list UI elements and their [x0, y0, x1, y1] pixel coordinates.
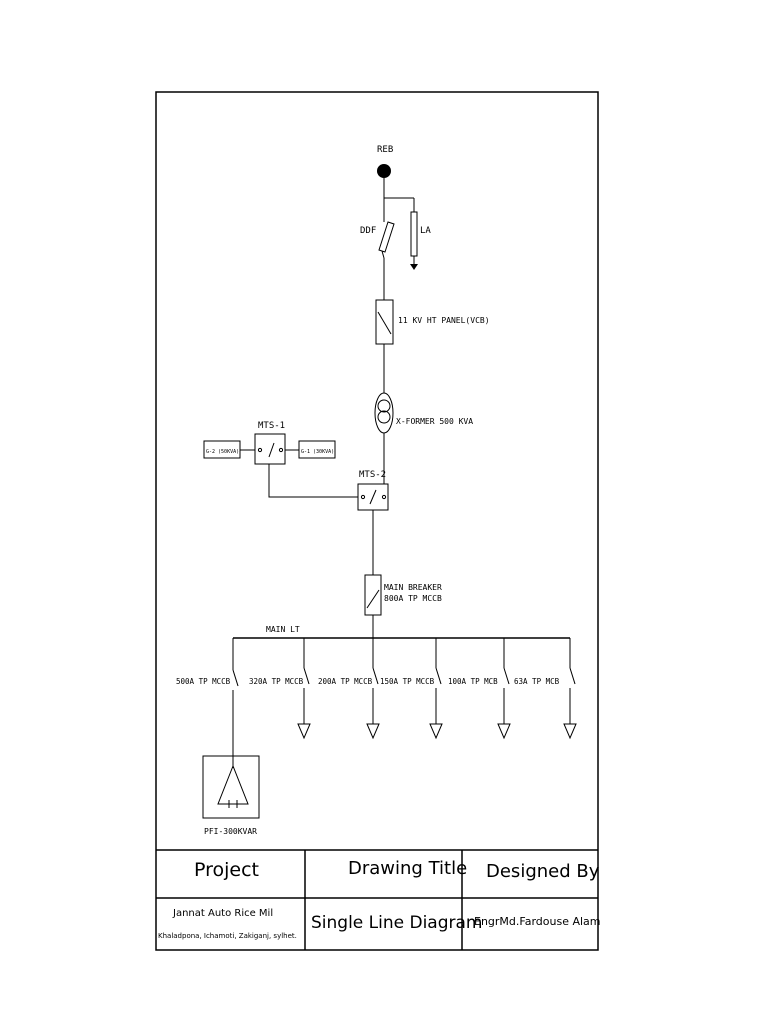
feeder-switch-1 — [232, 638, 239, 768]
main-breaker-symbol — [364, 574, 382, 616]
feeder-switch-2 — [297, 638, 311, 740]
transformer-label: X-FORMER 500 KVA — [396, 417, 473, 426]
project-name: Jannat Auto Rice Mil — [172, 908, 273, 919]
mts2-switch-symbol — [357, 483, 389, 511]
feeder-label-4: 150A TP MCCB — [380, 677, 435, 686]
main-breaker-label-line2: 800A TP MCCB — [384, 594, 442, 603]
ht-panel-vcb-symbol — [375, 299, 394, 345]
mts1-switch-symbol — [254, 433, 286, 465]
pfi-capacitor-bank-symbol — [202, 755, 260, 819]
transformer-symbol — [374, 392, 394, 434]
drawing-frame — [155, 91, 599, 951]
generator-g2-label: G-2 (50KVA) — [206, 449, 239, 455]
feeder-label-2: 320A TP MCCB — [249, 677, 304, 686]
feeder-label-6: 63A TP MCB — [514, 677, 560, 686]
mts2-label: MTS-2 — [359, 470, 386, 480]
main-breaker-label-line1: MAIN BREAKER — [384, 583, 442, 592]
la-label: LA — [420, 226, 431, 236]
reb-label: REB — [377, 145, 393, 155]
feeder-label-5: 100A TP MCB — [448, 677, 498, 686]
drawing-title-value: Single Line Diagram — [311, 913, 483, 933]
ht-panel-label: 11 KV HT PANEL(VCB) — [398, 316, 490, 325]
mts1-label: MTS-1 — [258, 421, 285, 431]
drawing-title-header: Drawing Title — [348, 858, 467, 879]
generator-g1-label: G-1 (30KVA) — [301, 449, 334, 455]
lightning-arrester-symbol — [410, 198, 418, 270]
title-block — [156, 849, 598, 950]
ddf-label: DDF — [360, 226, 376, 236]
feeder-switch-6 — [563, 638, 577, 740]
busbar-label: MAIN LT — [266, 625, 300, 634]
project-address: Khaladpona, Ichamoti, Zakiganj, sylhet. — [158, 932, 297, 940]
feeder-label-1: 500A TP MCCB — [176, 677, 231, 686]
feeder-switch-5 — [497, 638, 511, 740]
feeder-switch-3 — [366, 638, 380, 740]
project-header: Project — [194, 859, 259, 881]
feeder-label-3: 200A TP MCCB — [318, 677, 373, 686]
reb-source-symbol — [377, 164, 391, 178]
designer-name: EngrMd.Fardouse Alam — [474, 915, 601, 928]
pfi-label: PFI-300KVAR — [204, 827, 257, 836]
feeder-switch-4 — [429, 638, 443, 740]
designed-by-header: Designed By — [486, 861, 600, 882]
ddf-fuse-symbol — [378, 198, 395, 259]
